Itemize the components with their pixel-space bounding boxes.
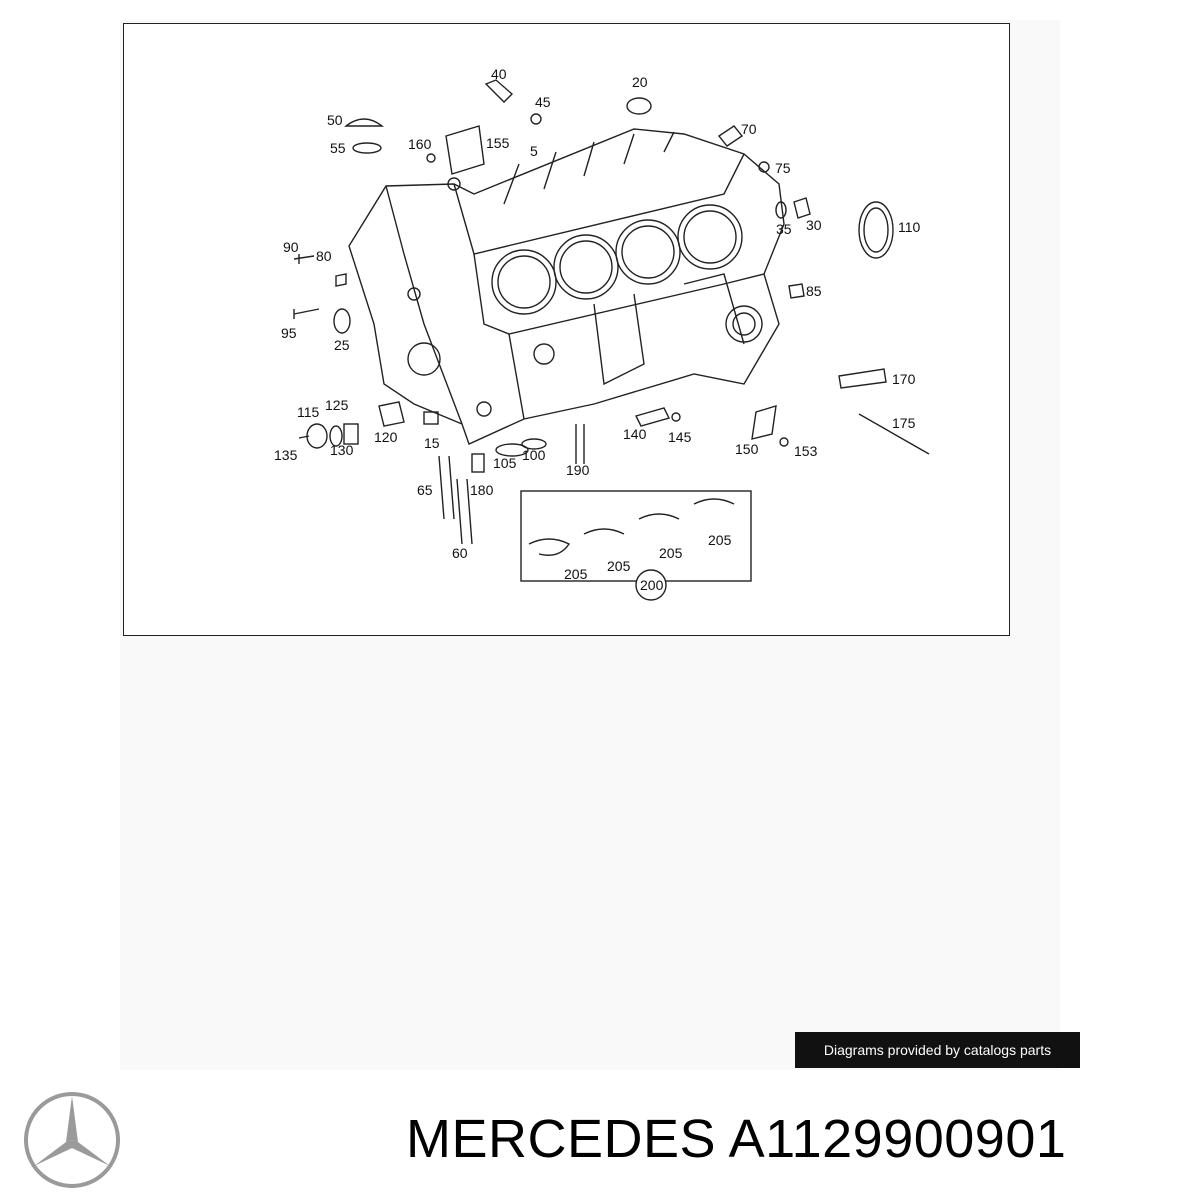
part-40 [484,79,514,103]
callout-175: 175 [892,415,916,431]
engine-block [348,128,785,445]
callout-120: 120 [374,429,398,445]
callout-205: 205 [708,532,732,548]
callout-205: 205 [564,566,588,582]
callout-60: 60 [452,545,468,561]
callout-190: 190 [566,462,590,478]
callout-70: 70 [741,121,757,137]
callout-140: 140 [623,426,647,442]
part-70 [717,125,744,147]
part-50 [343,118,385,127]
callout-30: 30 [806,217,822,233]
callout-125: 125 [325,397,349,413]
callout-170: 170 [892,371,916,387]
callout-55: 55 [330,140,346,156]
callout-25: 25 [334,337,350,353]
callout-115: 115 [297,404,320,420]
callout-labels: 40 45 20 50 55 160 155 5 70 75 90 80 35 30 110 85 95 25 11… [274,66,921,593]
callout-50: 50 [327,112,343,128]
callout-153: 153 [794,443,818,459]
credit-banner: Diagrams provided by catalogs parts [795,1032,1080,1068]
callout-200: 200 [640,577,664,593]
callout-205: 205 [607,558,631,574]
callout-145: 145 [668,429,692,445]
part-number-title: MERCEDES A1129900901 [406,1109,1067,1169]
callout-80: 80 [316,248,332,264]
callout-135: 135 [274,447,298,463]
callout-45: 45 [535,94,551,110]
callout-150: 150 [735,441,759,457]
callout-205: 205 [659,545,683,561]
callout-130: 130 [330,442,354,458]
parts-diagram: 40 45 20 50 55 160 155 5 70 75 90 80 35 30 110 85 95 25 11… [123,23,1010,636]
callout-5: 5 [530,143,538,159]
part-155 [445,125,485,175]
callout-90: 90 [283,239,299,255]
callout-160: 160 [408,136,432,152]
callout-65: 65 [417,482,433,498]
callout-35: 35 [776,221,792,237]
engine-block-exploded-view: 40 45 20 50 55 160 155 5 70 75 90 80 35 30 110 85 95 25 11… [274,66,930,601]
callout-180: 180 [470,482,494,498]
mercedes-star-icon [24,1092,120,1188]
callout-20: 20 [632,74,648,90]
callout-110: 110 [898,219,921,235]
callout-95: 95 [281,325,297,341]
callout-155: 155 [486,135,510,151]
callout-40: 40 [491,66,507,82]
callout-105: 105 [493,455,517,471]
callout-100: 100 [522,447,546,463]
callout-85: 85 [806,283,822,299]
callout-75: 75 [775,160,791,176]
callout-15: 15 [424,435,440,451]
